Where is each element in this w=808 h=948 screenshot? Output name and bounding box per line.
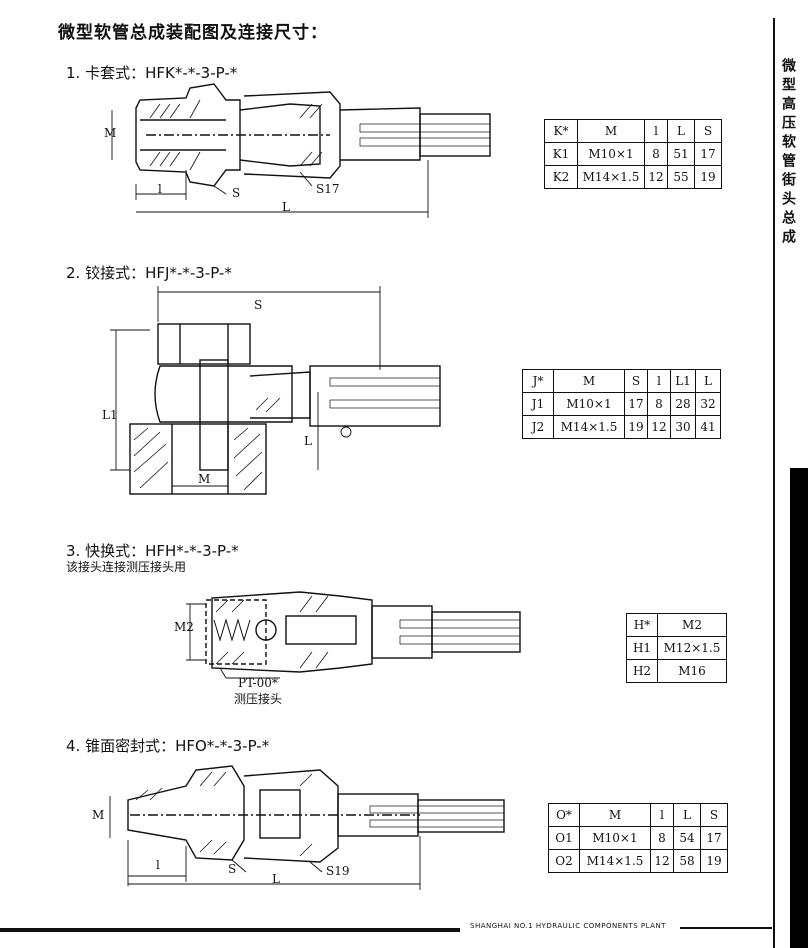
table-row: H1 M12×1.5 bbox=[626, 636, 727, 660]
table-header-cell: L bbox=[667, 119, 695, 143]
section-3-table: H* M2 H1 M12×1.5 H2 M16 bbox=[626, 613, 727, 683]
section-2-table: J* M S l L1 L J1 M10×1 17 8 28 32 J2 M14… bbox=[522, 369, 721, 439]
table-cell: O2 bbox=[548, 849, 580, 873]
section-1-s-label: S bbox=[232, 186, 241, 200]
table-cell: 12 bbox=[647, 415, 671, 439]
table-cell: 8 bbox=[647, 392, 671, 416]
table-cell: M14×1.5 bbox=[553, 415, 625, 439]
section-4-L-label: L bbox=[272, 872, 280, 886]
section-4-m-label: M bbox=[92, 808, 105, 822]
table-header-cell: O* bbox=[548, 803, 580, 827]
section-2-m-label: M bbox=[198, 472, 211, 486]
table-row: K1 M10×1 8 51 17 bbox=[544, 142, 722, 166]
table-cell: 55 bbox=[667, 165, 695, 189]
section-1-L-label: L bbox=[282, 200, 290, 214]
section-3-heading: 3. 快换式：HFH*-*-3-P-* bbox=[66, 542, 239, 560]
table-cell: K2 bbox=[544, 165, 578, 189]
table-cell: M14×1.5 bbox=[577, 165, 645, 189]
section-1-heading: 1. 卡套式：HFK*-*-3-P-* bbox=[66, 64, 238, 82]
table-cell: H1 bbox=[626, 636, 658, 660]
table-cell: 30 bbox=[670, 415, 696, 439]
table-header-row: J* M S l L1 L bbox=[522, 369, 721, 393]
table-cell: 19 bbox=[694, 165, 722, 189]
section-3-pt-note: 测压接头 bbox=[234, 692, 283, 706]
table-cell: 58 bbox=[673, 849, 701, 873]
table-cell: 12 bbox=[644, 165, 668, 189]
table-row: J2 M14×1.5 19 12 30 41 bbox=[522, 415, 721, 439]
table-cell: M16 bbox=[657, 659, 727, 683]
section-1-table: K* M l L S K1 M10×1 8 51 17 K2 M14×1.5 1… bbox=[544, 119, 722, 189]
table-header-row: K* M l L S bbox=[544, 119, 722, 143]
section-4-s-label: S bbox=[228, 862, 237, 876]
table-header-cell: S bbox=[694, 119, 722, 143]
table-cell: 28 bbox=[670, 392, 696, 416]
side-strip bbox=[772, 18, 808, 948]
table-header-cell: l bbox=[644, 119, 668, 143]
table-cell: 17 bbox=[700, 826, 728, 850]
side-label: 微型高压软管街头总成 bbox=[780, 58, 796, 248]
table-cell: 19 bbox=[700, 849, 728, 873]
table-row: H2 M16 bbox=[626, 659, 727, 683]
section-2-l-label: L bbox=[304, 434, 312, 448]
table-row: O2 M14×1.5 12 58 19 bbox=[548, 849, 728, 873]
table-header-cell: S bbox=[624, 369, 648, 393]
table-cell: 17 bbox=[624, 392, 648, 416]
table-header-cell: L1 bbox=[670, 369, 696, 393]
table-cell: J2 bbox=[522, 415, 554, 439]
section-3-note: 该接头连接测压接头用 bbox=[66, 560, 187, 574]
section-4-s19-label: S19 bbox=[326, 864, 350, 878]
table-header-row: H* M2 bbox=[626, 613, 727, 637]
table-cell: 19 bbox=[624, 415, 648, 439]
table-cell: M12×1.5 bbox=[657, 636, 727, 660]
table-header-cell: M bbox=[577, 119, 645, 143]
table-header-cell: M bbox=[553, 369, 625, 393]
table-cell: M14×1.5 bbox=[579, 849, 651, 873]
section-1-m-label: M bbox=[104, 126, 117, 140]
footer-text: SHANGHAI NO.1 HYDRAULIC COMPONENTS PLANT bbox=[470, 922, 666, 930]
section-4-table: O* M l L S O1 M10×1 8 54 17 O2 M14×1.5 1… bbox=[548, 803, 728, 873]
page-title: 微型软管总成装配图及连接尺寸： bbox=[58, 23, 328, 43]
section-4-l-label: l bbox=[156, 858, 160, 872]
table-cell: 41 bbox=[695, 415, 721, 439]
table-cell: J1 bbox=[522, 392, 554, 416]
section-2-s-label: S bbox=[254, 298, 263, 312]
section-2-heading: 2. 铰接式：HFJ*-*-3-P-* bbox=[66, 264, 232, 282]
table-header-row: O* M l L S bbox=[548, 803, 728, 827]
table-cell: 17 bbox=[694, 142, 722, 166]
table-row: K2 M14×1.5 12 55 19 bbox=[544, 165, 722, 189]
section-1-l-label: l bbox=[158, 182, 162, 196]
table-header-cell: M bbox=[579, 803, 651, 827]
section-2-l1-label: L1 bbox=[102, 408, 118, 422]
section-4-heading: 4. 锥面密封式：HFO*-*-3-P-* bbox=[66, 737, 270, 755]
section-1-s17-label: S17 bbox=[316, 182, 340, 196]
table-cell: O1 bbox=[548, 826, 580, 850]
section-3-m2-label: M2 bbox=[174, 620, 194, 634]
section-3-pt-label: PT-00* bbox=[238, 676, 278, 690]
